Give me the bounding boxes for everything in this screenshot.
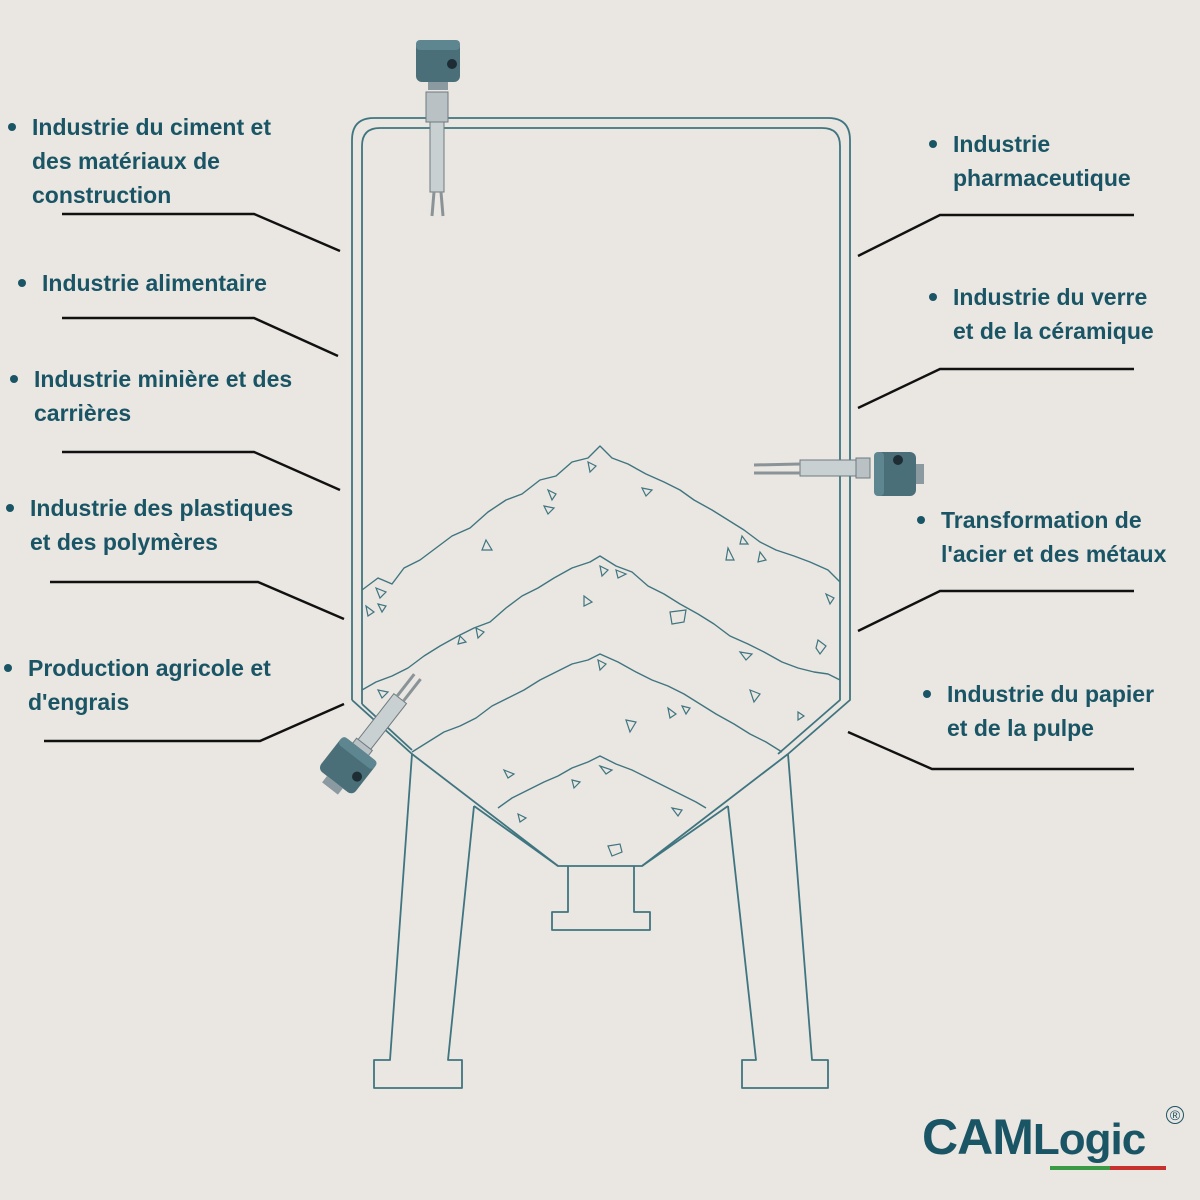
label-pharmaceutique-line-2: pharmaceutique	[953, 165, 1131, 191]
material-fragments	[365, 460, 835, 857]
level-sensor-icon	[312, 673, 422, 803]
label-papier-line-2: et de la pulpe	[947, 715, 1094, 741]
label-plastiques-line-1: Industrie des plastiques	[30, 495, 294, 521]
logo-red-bar	[1110, 1166, 1166, 1170]
label-ciment-line-2: des matériaux de	[32, 148, 220, 174]
label-alimentaire: Industrie alimentaire	[16, 266, 267, 300]
label-miniere-line-1: Industrie minière et des	[34, 366, 293, 392]
camlogic-logo: CAMLogic ®	[922, 1106, 1184, 1178]
label-acier-line-1: Transformation de	[941, 507, 1142, 533]
label-verre-line-1: Industrie du verre	[953, 284, 1148, 310]
label-agricole: Production agricole et d'engrais	[2, 651, 271, 719]
label-verre: Industrie du verre et de la céramique	[927, 280, 1154, 348]
label-plastiques-line-2: et des polymères	[30, 529, 218, 555]
label-pharmaceutique: Industrie pharmaceutique	[927, 127, 1131, 195]
label-pharmaceutique-line-1: Industrie	[953, 131, 1051, 157]
label-acier-line-2: l'acier et des métaux	[941, 541, 1167, 567]
leader-papier	[847, 730, 1134, 771]
leader-lines	[44, 212, 1134, 771]
label-miniere-line-2: carrières	[34, 400, 132, 426]
logo-cam: CAM	[922, 1109, 1034, 1165]
label-verre-line-2: et de la céramique	[953, 318, 1154, 344]
silo-outline	[351, 117, 851, 1089]
label-papier: Industrie du papier et de la pulpe	[921, 677, 1154, 745]
leader-alimentaire	[62, 316, 339, 358]
label-plastiques: Industrie des plastiques et des polymère…	[4, 491, 293, 559]
label-agricole-line-1: Production agricole et	[28, 655, 271, 681]
label-alimentaire-line-1: Industrie alimentaire	[42, 270, 267, 296]
registered-mark-icon: ®	[1166, 1106, 1184, 1124]
leader-ciment	[62, 212, 341, 253]
label-ciment-line-3: construction	[32, 182, 172, 208]
label-agricole-line-2: d'engrais	[28, 689, 130, 715]
leader-agricole	[44, 702, 345, 743]
bulk-material-layers	[361, 445, 841, 809]
leader-pharma	[857, 213, 1134, 258]
label-ciment: Industrie du ciment et des matériaux de …	[6, 110, 271, 212]
leader-plastiques	[50, 580, 345, 621]
label-miniere: Industrie minière et des carrières	[8, 362, 292, 430]
leader-acier	[857, 589, 1134, 633]
level-sensor-icon	[753, 452, 924, 496]
label-papier-line-1: Industrie du papier	[947, 681, 1155, 707]
leader-verre	[857, 367, 1134, 410]
label-ciment-line-1: Industrie du ciment et	[32, 114, 271, 140]
logo-logic: Logic	[1032, 1115, 1146, 1164]
leader-miniere	[62, 450, 341, 492]
level-sensor-icon	[416, 40, 460, 217]
logo-green-bar	[1050, 1166, 1110, 1170]
label-acier: Transformation de l'acier et des métaux	[915, 503, 1166, 571]
